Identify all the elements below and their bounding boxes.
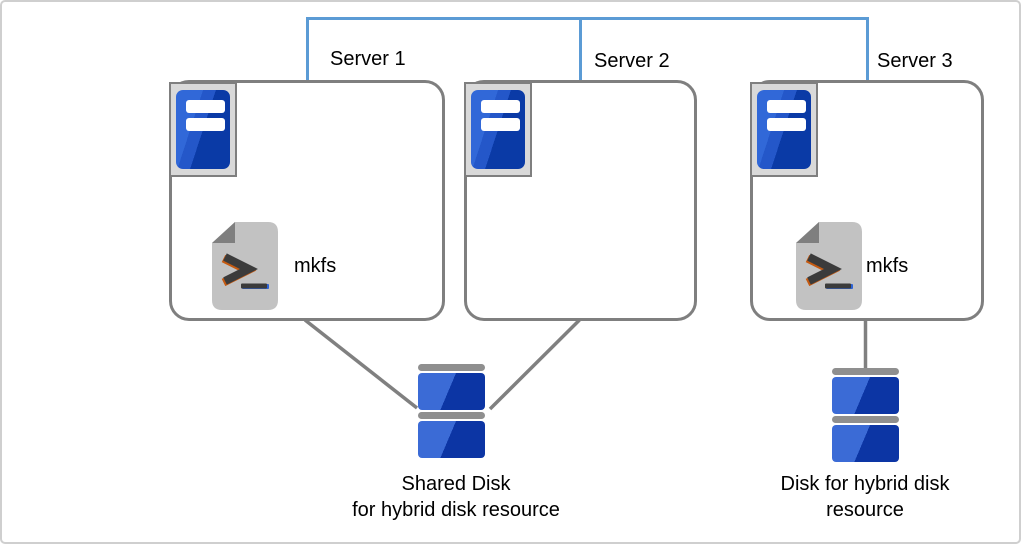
server1-mkfs-label: mkfs bbox=[294, 255, 337, 277]
server2-label: Server 2 bbox=[594, 50, 670, 72]
caption-line: Disk for hybrid disk bbox=[780, 473, 950, 495]
server-slot-bar bbox=[481, 100, 520, 113]
server-tower-icon bbox=[757, 90, 811, 169]
server-tower-icon bbox=[471, 90, 525, 169]
disk-cap bbox=[832, 368, 899, 375]
disk-platter bbox=[418, 373, 485, 410]
server3-server-icon bbox=[750, 82, 818, 177]
network-interconnect-line bbox=[306, 17, 869, 82]
server2-server-icon bbox=[464, 82, 532, 177]
server-slot-bar bbox=[767, 118, 806, 131]
server1-label: Server 1 bbox=[330, 48, 406, 70]
disk-platter bbox=[832, 377, 899, 414]
caption-line: resource bbox=[826, 499, 904, 521]
script-file-icon bbox=[796, 222, 862, 310]
disk-cap bbox=[418, 412, 485, 419]
shared-disk-caption: Shared Disk for hybrid disk resource bbox=[301, 471, 611, 523]
disk-cap bbox=[418, 364, 485, 371]
hybrid-disk-icon bbox=[832, 368, 899, 462]
server-slot-bar bbox=[481, 118, 520, 131]
hybrid-disk-caption: Disk for hybrid disk resource bbox=[750, 471, 980, 523]
shared-disk-icon bbox=[418, 364, 485, 458]
server2-to-shared-disk-line bbox=[488, 318, 581, 411]
disk-cap bbox=[832, 416, 899, 423]
server1-to-shared-disk-line bbox=[303, 318, 419, 410]
server3-label: Server 3 bbox=[877, 50, 953, 72]
disk-platter bbox=[418, 421, 485, 458]
disk-platter bbox=[832, 425, 899, 462]
server3-mkfs-label: mkfs bbox=[866, 255, 909, 277]
caption-line: Shared Disk bbox=[401, 473, 511, 495]
caption-line: for hybrid disk resource bbox=[352, 499, 560, 521]
server1-server-icon bbox=[169, 82, 237, 177]
server-slot-bar bbox=[186, 100, 225, 113]
script-file-icon bbox=[212, 222, 278, 310]
server2-box bbox=[464, 80, 697, 321]
server-slot-bar bbox=[186, 118, 225, 131]
server-tower-icon bbox=[176, 90, 230, 169]
server-slot-bar bbox=[767, 100, 806, 113]
